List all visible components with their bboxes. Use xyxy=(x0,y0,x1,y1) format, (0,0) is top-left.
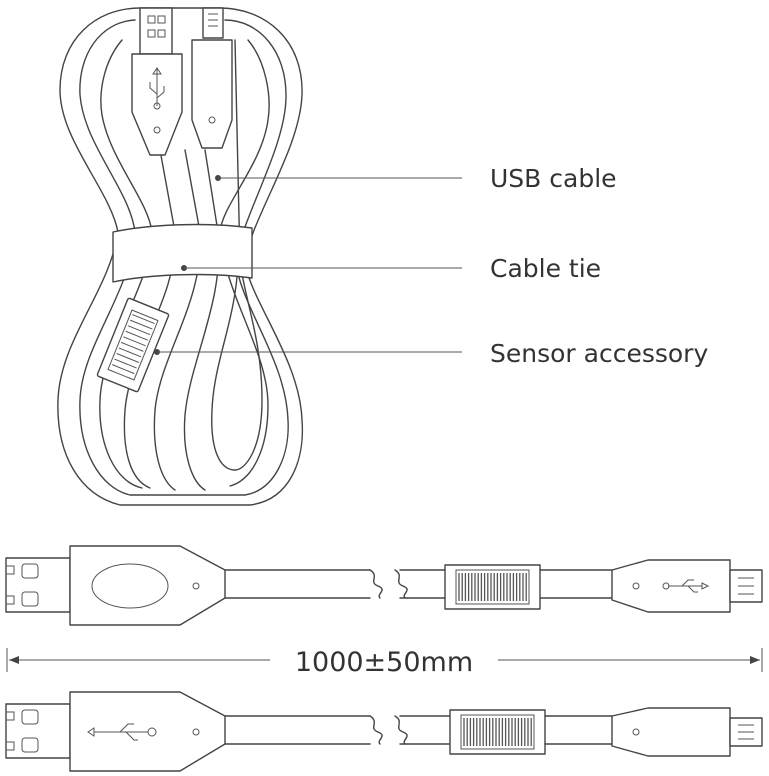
sensor-accessory-block xyxy=(97,298,169,392)
dimension-length-label: 1000±50mm xyxy=(295,647,473,678)
linear-cable-bottom xyxy=(6,692,762,771)
coil-strand-c xyxy=(184,150,218,490)
callout-usb-cable: USB cable xyxy=(215,164,617,193)
cable-tie-label: Cable tie xyxy=(490,254,601,283)
cable-tie-band xyxy=(113,225,252,282)
callout-sensor-accessory: Sensor accessory xyxy=(157,339,708,368)
sensor-accessory-label: Sensor accessory xyxy=(490,339,708,368)
dimension-line: 1000±50mm xyxy=(7,647,762,678)
coiled-cable xyxy=(58,8,302,505)
usb-a-overmold-top xyxy=(70,546,225,625)
micro-usb-plug xyxy=(203,8,223,38)
usb-cable-label: USB cable xyxy=(490,164,617,193)
usb-a-plug xyxy=(140,8,172,54)
linear-cable-top xyxy=(6,546,762,625)
micro-usb-overmold xyxy=(192,40,232,148)
micro-usb-overmold-bottom xyxy=(612,708,730,756)
